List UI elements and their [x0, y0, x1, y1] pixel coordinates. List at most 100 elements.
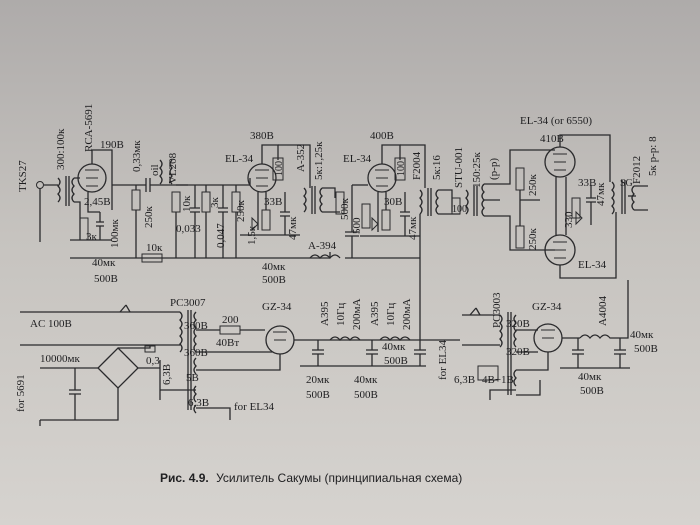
label-oil: oil [149, 164, 161, 176]
label-a352-ratio: 5к:1,25к [313, 141, 325, 180]
label-v400: 400В [370, 130, 394, 142]
label-v33-a: 33В [264, 196, 282, 208]
label-c47mk-c: 47мк [595, 182, 607, 206]
label-for5691: for 5691 [15, 374, 27, 412]
label-el34-c: EL-34 (or 6550) [520, 115, 592, 127]
label-r100-a: 100 [274, 161, 285, 176]
label-gz34-b: GZ-34 [532, 301, 562, 313]
label-r500: 500 [351, 217, 363, 234]
label-l10h-b: 10Гц [385, 303, 397, 326]
label-v500-e: 500В [384, 355, 408, 367]
label-gz34-a: GZ-34 [262, 301, 292, 313]
label-w360-a: 360В [184, 320, 208, 332]
label-el34-a: EL-34 [225, 153, 254, 165]
label-r10k-b: 10к [146, 242, 163, 254]
label-v500-a: 500В [94, 273, 118, 285]
caption-text: Усилитель Сакумы (принципиальная схема) [216, 471, 462, 485]
label-w320-b: 320В [506, 346, 530, 358]
label-for-el34-a: for EL34 [234, 401, 275, 413]
label-w63-a: 6,3В [161, 364, 173, 385]
label-v500-f: 500В [634, 343, 658, 355]
label-vl208: VL208 [167, 152, 179, 184]
label-v190: 190В [100, 139, 124, 151]
label-r200: 200 [222, 314, 239, 326]
label-r500k: 500к [339, 198, 351, 221]
label-el34-b: EL-34 [343, 153, 372, 165]
label-a395-a: A395 [319, 301, 331, 326]
label-r10k-a: 10к [181, 195, 193, 212]
label-tks27: TKS27 [17, 160, 29, 192]
label-l10h-a: 10Гц [335, 303, 347, 326]
label-r250k-d: 250к [527, 228, 539, 251]
label-r3k-b: 3к [209, 197, 221, 209]
label-ac100: AC 100В [30, 318, 72, 330]
label-f2004-ratio: 5к:16 [431, 155, 443, 180]
label-i200-b: 200мА [401, 299, 413, 330]
label-a394: A-394 [308, 240, 337, 252]
label-tube-rca5691: RCA-5691 [83, 104, 95, 152]
label-tks27-ratio: 300:100к [55, 128, 67, 170]
label-p40w: 40Вт [216, 337, 239, 349]
label-c47mk-b: 47мк [407, 216, 419, 240]
label-w5: 5В [186, 372, 199, 384]
label-r250k-a: 250к [143, 206, 155, 229]
label-f2012-ratio: 5к p-p: 8 [647, 136, 659, 176]
figure-caption: Рис. 4.9. Усилитель Сакумы (принципиальн… [160, 471, 462, 485]
label-c0047: 0,047 [215, 223, 227, 248]
label-i200-a: 200мА [351, 299, 363, 330]
upper-wiring [36, 134, 648, 279]
label-w320-a: 320В [506, 318, 530, 330]
label-r3k-a: 3к [86, 231, 98, 243]
label-w360-b: 360В [184, 347, 208, 359]
label-r100-c: 100 [452, 204, 467, 215]
label-r15k: 1,5к [246, 225, 258, 245]
label-stu-ratio: 150:25к [471, 151, 483, 188]
label-c0033: 0,033 [176, 223, 201, 235]
label-f2004: F2004 [411, 151, 423, 180]
label-c40mk-b: 40мк [262, 261, 286, 273]
label-r03: 0,3 [146, 355, 160, 367]
label-pc3003: PC3003 [491, 292, 503, 328]
label-v410: 410В [540, 133, 564, 145]
label-c40mk-a: 40мк [92, 257, 116, 269]
label-r250k-c: 250к [527, 174, 539, 197]
label-c40mk-e: 40мк [630, 329, 654, 341]
label-v500-b: 500В [262, 274, 286, 286]
label-sg: SG [620, 178, 633, 189]
label-a395-b: A395 [369, 301, 381, 326]
label-w63-c: 6,3В [454, 374, 475, 386]
label-a4004: A4004 [597, 296, 609, 326]
label-pc3007: PC3007 [170, 297, 206, 309]
label-c40mk-d: 40мк [382, 341, 406, 353]
label-c033mk: 0,33мк [131, 140, 143, 172]
label-r330: 330 [563, 211, 575, 228]
component-labels: TKS27 300:100к RCA-5691 190В 2,45В 3к 10… [15, 104, 659, 413]
label-v33-b: 33В [578, 177, 596, 189]
label-v500-g: 500В [580, 385, 604, 397]
label-r100-b: 100 [396, 161, 407, 176]
label-f2012: F2012 [631, 156, 643, 184]
label-c10000: 10000мк [40, 353, 80, 365]
label-c47mk-a: 47мк [287, 216, 299, 240]
label-v245: 2,45В [84, 196, 111, 208]
label-v380: 380В [250, 130, 274, 142]
label-v500-d: 500В [354, 389, 378, 401]
label-v30: 30В [384, 196, 402, 208]
psu-wiring [20, 258, 630, 426]
label-for-el34-b: for EL34 [437, 339, 449, 380]
label-stu001: STU-001 [453, 147, 465, 188]
label-a352: A-352 [295, 144, 307, 172]
label-r250k-b: 250к [235, 200, 247, 223]
label-w4b1b: 4В+1В [482, 374, 514, 386]
label-el34-d: EL-34 [578, 259, 607, 271]
caption-prefix: Рис. 4.9. [160, 471, 209, 485]
label-c100mk: 100мк [109, 219, 121, 248]
label-pp-a: (p-p) [488, 158, 500, 180]
label-c40mk-f: 40мк [578, 371, 602, 383]
label-v500-c: 500В [306, 389, 330, 401]
label-w63-b: 6,3В [188, 397, 209, 409]
label-c20mk: 20мк [306, 374, 330, 386]
label-c40mk-c: 40мк [354, 374, 378, 386]
